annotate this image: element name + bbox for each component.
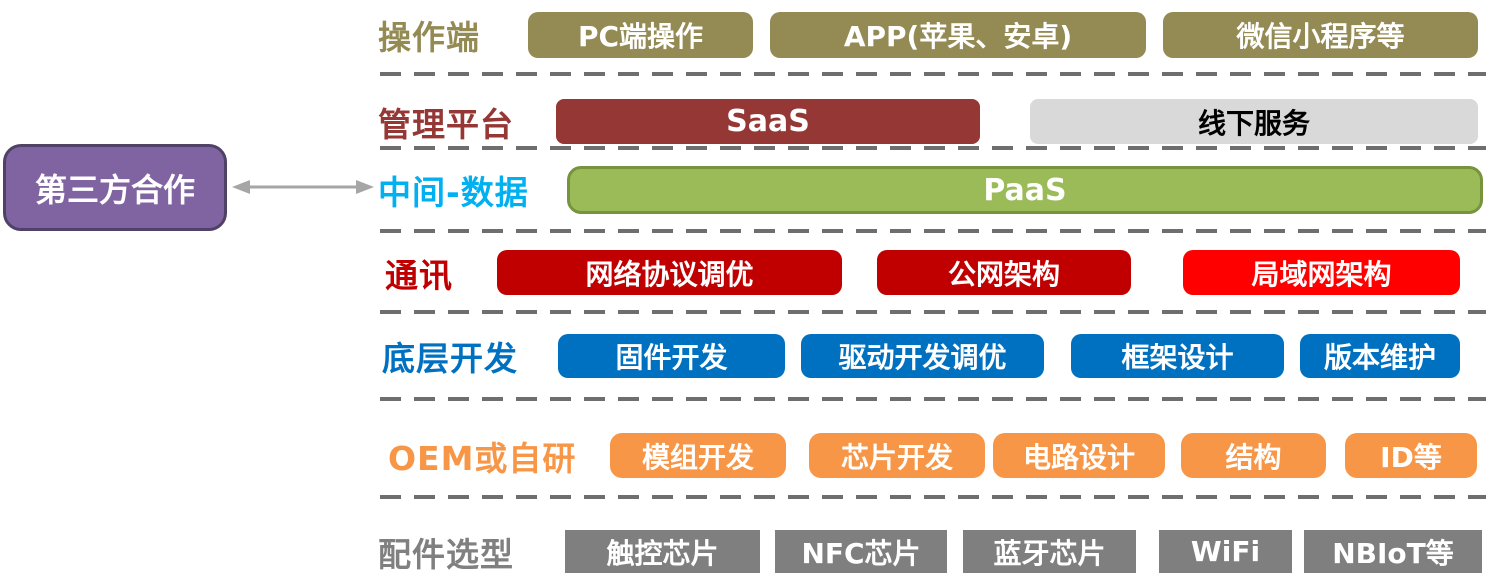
box-network-protocol-tuning: 网络协议调优 xyxy=(497,250,842,295)
box-chip-dev: 芯片开发 xyxy=(809,433,985,478)
box-pc-operation: PC端操作 xyxy=(528,12,753,58)
row-divider xyxy=(380,229,1486,233)
box-saas: SaaS xyxy=(556,99,980,144)
row-divider xyxy=(380,495,1486,499)
box-nfc-chip: NFC芯片 xyxy=(775,530,947,573)
box-id: ID等 xyxy=(1345,433,1477,478)
third-party-box: 第三方合作 xyxy=(3,144,227,231)
row-divider xyxy=(380,146,1486,150)
box-nbiot: NBIoT等 xyxy=(1304,530,1482,573)
box-app: APP(苹果、安卓) xyxy=(770,12,1146,58)
row-label-management-platform: 管理平台 xyxy=(378,104,514,144)
box-public-network-architecture: 公网架构 xyxy=(877,250,1131,295)
box-offline-service: 线下服务 xyxy=(1030,99,1478,144)
row-label-oem-or-inhouse: OEM或自研 xyxy=(388,438,577,478)
row-label-middle-data: 中间-数据 xyxy=(378,173,529,212)
box-firmware-dev: 固件开发 xyxy=(558,334,785,378)
row-label-operation-side: 操作端 xyxy=(378,18,480,57)
row-label-component-selection: 配件选型 xyxy=(378,534,514,574)
box-driver-dev-tuning: 驱动开发调优 xyxy=(801,334,1044,378)
box-bluetooth-chip: 蓝牙芯片 xyxy=(963,530,1136,573)
third-party-label: 第三方合作 xyxy=(34,170,195,209)
row-divider xyxy=(380,397,1486,401)
box-circuit-design: 电路设计 xyxy=(993,433,1165,478)
row-divider xyxy=(380,310,1486,314)
box-touch-chip: 触控芯片 xyxy=(565,530,760,573)
box-paas: PaaS xyxy=(567,166,1483,214)
box-wifi: WiFi xyxy=(1159,530,1292,573)
box-lan-architecture: 局域网架构 xyxy=(1183,250,1460,295)
box-structure: 结构 xyxy=(1181,433,1326,478)
box-version-maintenance: 版本维护 xyxy=(1300,334,1460,378)
row-label-low-level-dev: 底层开发 xyxy=(382,339,518,378)
box-wechat-miniprogram: 微信小程序等 xyxy=(1163,12,1478,58)
box-framework-design: 框架设计 xyxy=(1071,334,1284,378)
bidirectional-arrow-icon xyxy=(230,176,376,198)
row-divider xyxy=(380,72,1486,76)
box-module-dev: 模组开发 xyxy=(610,433,786,478)
row-label-communication: 通讯 xyxy=(385,255,453,295)
